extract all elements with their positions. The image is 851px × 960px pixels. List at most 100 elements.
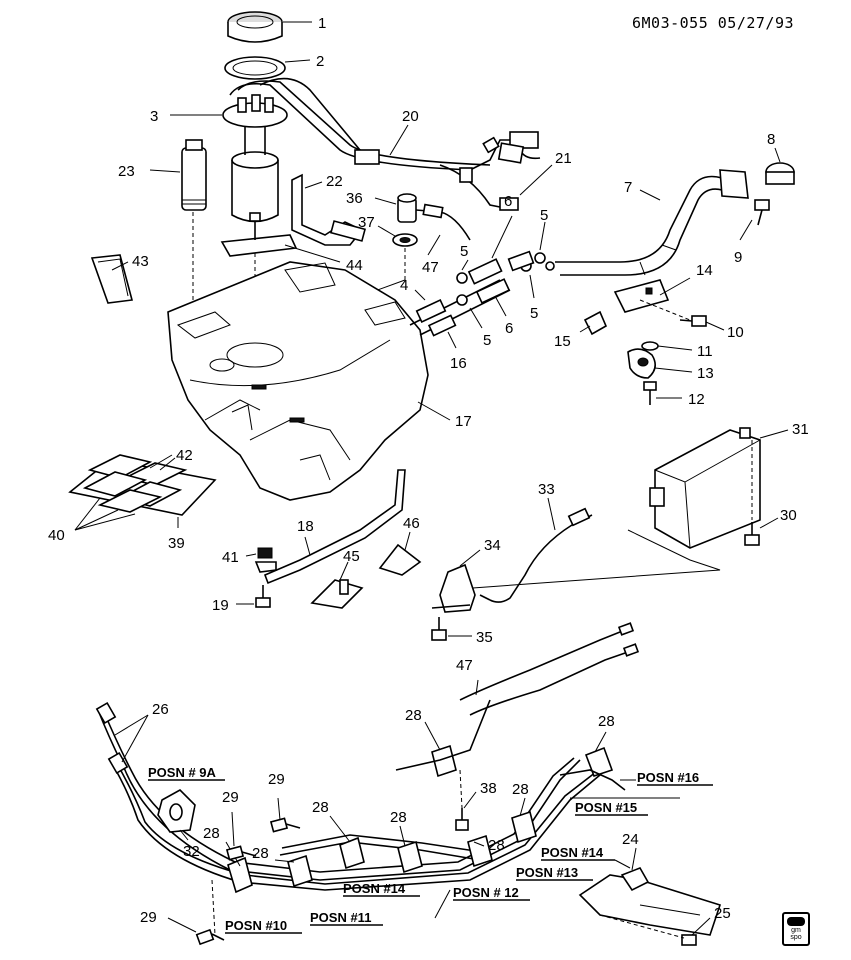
callout-47b: 47 <box>456 657 473 674</box>
vent-valve <box>397 193 471 241</box>
callout-35: 35 <box>476 629 493 646</box>
callout-23: 23 <box>118 163 135 180</box>
valve-bolt <box>431 617 447 641</box>
posn-14-label-left: POSN #14 <box>343 881 406 896</box>
callout-29a: 29 <box>268 771 285 788</box>
posn-9a-label: POSN # 9A <box>148 765 217 780</box>
tank-vent-slots <box>251 384 305 423</box>
callout-36: 36 <box>346 190 363 207</box>
tank-strap <box>263 469 406 585</box>
callout-43: 43 <box>132 253 149 270</box>
drawing-code: 6M03-055 05/27/93 <box>632 14 795 32</box>
canister-hose <box>479 507 593 603</box>
filler-bracket <box>583 279 707 405</box>
fuel-line-bundle <box>95 701 601 891</box>
callout-39: 39 <box>168 535 185 552</box>
evap-canister <box>444 427 761 591</box>
filler-cap <box>765 162 795 185</box>
callout-28d: 28 <box>390 809 407 826</box>
callout-25: 25 <box>714 905 731 922</box>
callout-17: 17 <box>455 413 472 430</box>
callout-32: 32 <box>183 843 200 860</box>
callout-28c: 28 <box>312 799 329 816</box>
callout-13: 13 <box>697 365 714 382</box>
line-retainers <box>227 744 614 894</box>
tank-pads <box>68 454 217 516</box>
line-bolts <box>195 808 469 946</box>
posn-15-label: POSN #15 <box>575 800 637 815</box>
fuel-sender-lock-ring <box>227 11 283 43</box>
callout-15: 15 <box>554 333 571 350</box>
callout-6b: 6 <box>505 320 513 337</box>
tank-shield <box>90 254 134 304</box>
callout-2: 2 <box>316 53 324 70</box>
callout-31: 31 <box>792 421 809 438</box>
gm-emblem-icon <box>787 917 805 926</box>
callout-26: 26 <box>152 701 169 718</box>
callout-38: 38 <box>480 780 497 797</box>
callout-29b: 29 <box>222 789 239 806</box>
callout-7: 7 <box>624 179 632 196</box>
sender-bracket <box>291 173 366 246</box>
callout-12: 12 <box>688 391 705 408</box>
callout-9: 9 <box>734 249 742 266</box>
vent-grommet <box>392 233 418 247</box>
sender-seal <box>224 56 286 80</box>
callout-30: 30 <box>780 507 797 524</box>
vapor-lines <box>459 622 640 716</box>
callout-21: 21 <box>555 150 572 167</box>
callout-19: 19 <box>212 597 229 614</box>
fuel-tank <box>167 261 429 501</box>
fuel-pump <box>181 139 207 211</box>
callout-8: 8 <box>767 131 775 148</box>
posn-13-label: POSN #13 <box>516 865 578 880</box>
posn-11-label: POSN #11 <box>310 910 371 925</box>
callout-6a: 6 <box>504 193 512 210</box>
posn-14-label-right: POSN #14 <box>541 845 604 860</box>
callout-16: 16 <box>450 355 467 372</box>
callout-47a: 47 <box>422 259 439 276</box>
callout-5d: 5 <box>530 305 538 322</box>
fuel-sender-harness <box>229 77 541 211</box>
callout-28e: 28 <box>405 707 422 724</box>
callout-46: 46 <box>403 515 420 532</box>
callout-18: 18 <box>297 518 314 535</box>
callout-40: 40 <box>48 527 65 544</box>
posn-16-label: POSN #16 <box>637 770 699 785</box>
callout-28f: 28 <box>512 781 529 798</box>
callout-5c: 5 <box>540 207 548 224</box>
callout-20: 20 <box>402 108 419 125</box>
filler-screw <box>754 199 770 226</box>
strap-bolt <box>255 585 271 608</box>
sender-strap <box>220 222 298 257</box>
callout-29c: 29 <box>140 909 157 926</box>
fuel-sender-assembly <box>222 94 288 223</box>
canister-valve <box>431 563 476 613</box>
callout-28b: 28 <box>252 845 269 862</box>
callout-5a: 5 <box>460 243 468 260</box>
callout-28g: 28 <box>598 713 615 730</box>
strap-clip <box>254 547 277 573</box>
callout-10: 10 <box>727 324 744 341</box>
callout-33: 33 <box>538 481 555 498</box>
callout-1: 1 <box>318 15 326 32</box>
callout-42: 42 <box>176 447 193 464</box>
callout-41: 41 <box>222 549 239 566</box>
callout-45: 45 <box>343 548 360 565</box>
callout-24: 24 <box>622 831 639 848</box>
callout-22: 22 <box>326 173 343 190</box>
callout-14: 14 <box>696 262 713 279</box>
strap-retainer <box>378 543 422 576</box>
fuel-line-connectors <box>409 250 555 337</box>
filler-pipe <box>555 169 749 276</box>
callout-34: 34 <box>484 537 501 554</box>
line-clip <box>157 789 196 833</box>
callout-28a: 28 <box>203 825 220 842</box>
callout-44: 44 <box>346 257 363 274</box>
line-shield <box>578 867 722 946</box>
posn-10-label: POSN #10 <box>225 918 287 933</box>
callout-11: 11 <box>697 343 713 360</box>
strap-bracket <box>310 579 364 609</box>
